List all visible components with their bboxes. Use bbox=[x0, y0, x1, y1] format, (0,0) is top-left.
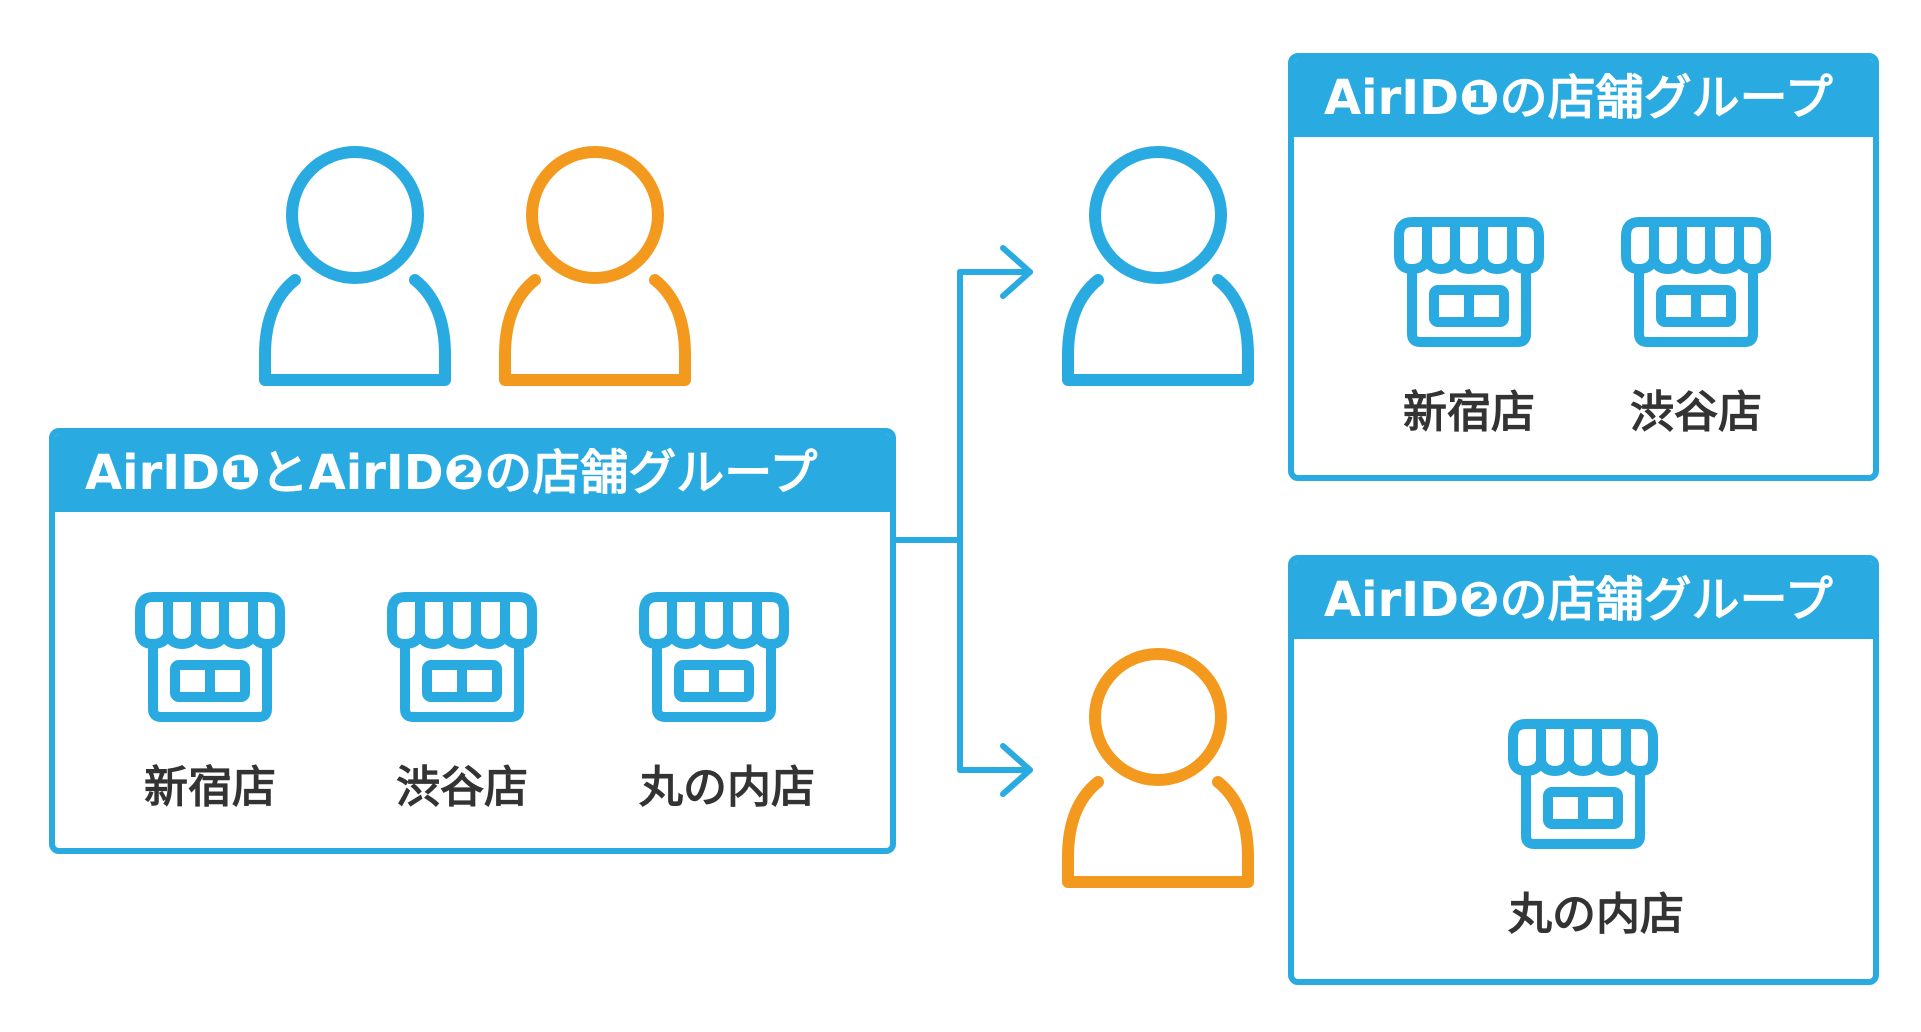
store-label: 新宿店 bbox=[1403, 387, 1535, 438]
store-label: 丸の内店 bbox=[639, 762, 815, 813]
user-icon-airid2-right bbox=[1062, 648, 1254, 888]
user-icon-airid1-right bbox=[1062, 146, 1254, 386]
group-airid1-title: AirID❶の店舗グループ bbox=[1294, 59, 1873, 137]
store-item: 新宿店 bbox=[135, 589, 285, 815]
store-label: 渋谷店 bbox=[396, 762, 528, 813]
store-icon bbox=[135, 592, 285, 722]
store-item: 丸の内店 bbox=[1508, 716, 1684, 942]
store-item: 渋谷店 bbox=[1621, 214, 1771, 440]
group-airid2-title: AirID❷の店舗グループ bbox=[1294, 561, 1873, 639]
store-icon bbox=[639, 592, 789, 722]
store-label: 丸の内店 bbox=[1508, 889, 1684, 940]
group-combined: AirID❶とAirID❷の店舗グループ 新宿店 bbox=[49, 428, 896, 854]
store-icon bbox=[387, 592, 537, 722]
store-label: 新宿店 bbox=[144, 762, 276, 813]
branch-connector bbox=[892, 269, 1033, 773]
arrow-right-icon-bottom bbox=[1000, 743, 1033, 797]
store-item: 新宿店 bbox=[1394, 214, 1544, 440]
user-icon-airid1-left bbox=[259, 146, 451, 386]
group-combined-title: AirID❶とAirID❷の店舗グループ bbox=[55, 434, 890, 512]
store-icon bbox=[1394, 217, 1544, 347]
store-item: 渋谷店 bbox=[387, 589, 537, 815]
store-label: 渋谷店 bbox=[1630, 387, 1762, 438]
store-icon bbox=[1508, 719, 1658, 849]
store-item: 丸の内店 bbox=[639, 589, 815, 815]
group-airid2: AirID❷の店舗グループ 丸の内店 bbox=[1288, 555, 1879, 985]
user-icon-airid2-left bbox=[499, 146, 691, 386]
store-icon bbox=[1621, 217, 1771, 347]
group-airid1: AirID❶の店舗グループ 新宿店 bbox=[1288, 53, 1879, 481]
arrow-right-icon-top bbox=[1000, 245, 1033, 299]
